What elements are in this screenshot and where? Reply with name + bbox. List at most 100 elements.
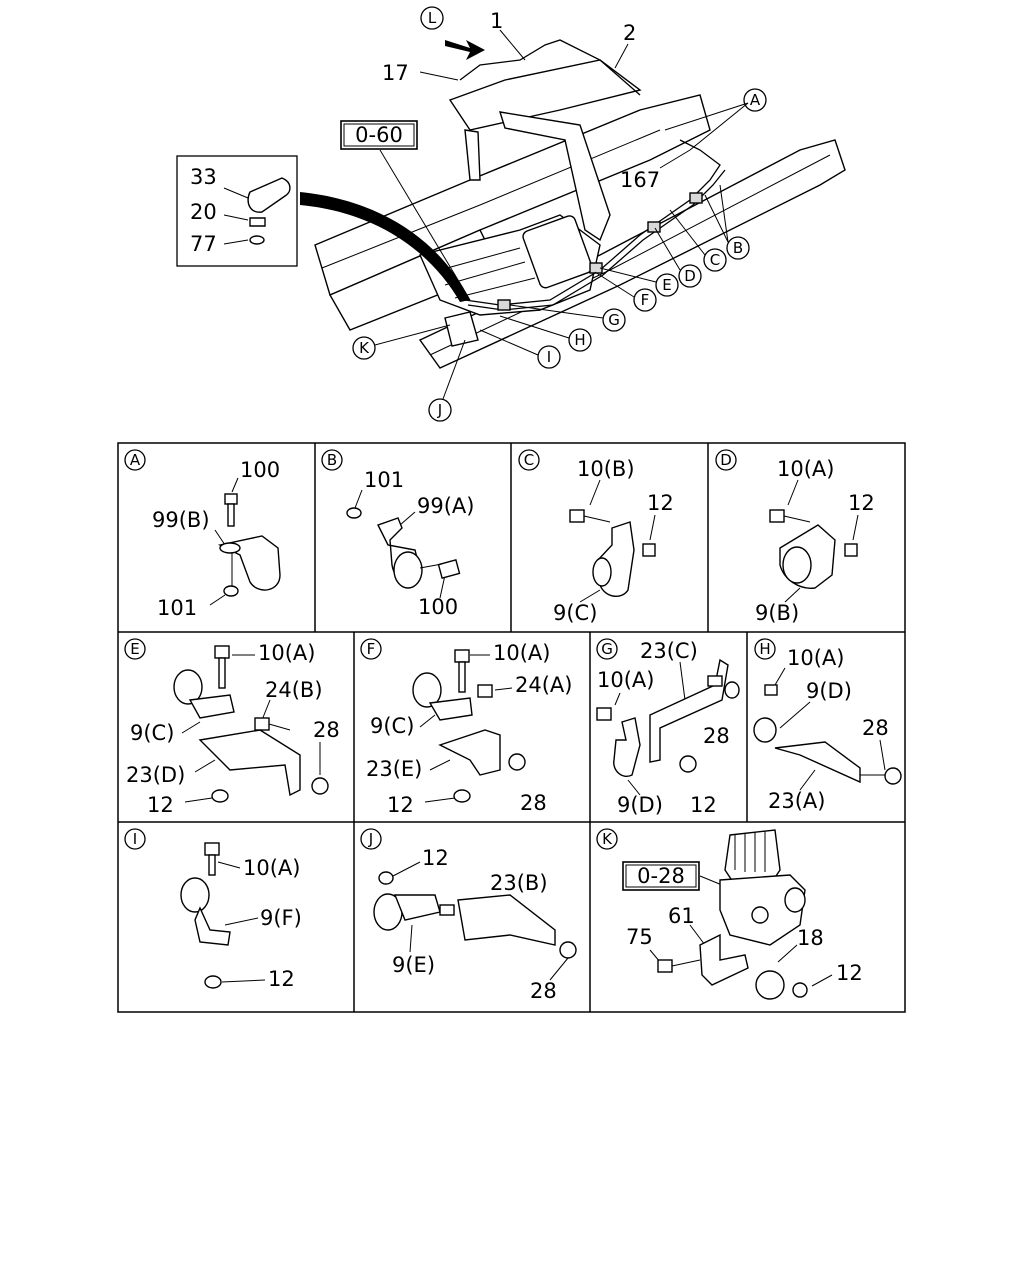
callout-D: D bbox=[654, 227, 702, 288]
svg-text:G: G bbox=[608, 311, 620, 329]
label-10A: 10(A) bbox=[258, 641, 315, 665]
label-100: 100 bbox=[418, 595, 458, 619]
label-12: 12 bbox=[268, 967, 295, 991]
svg-text:B: B bbox=[733, 239, 743, 257]
panel-A: A 100 99(B) 101 bbox=[124, 449, 281, 620]
svg-text:J: J bbox=[437, 401, 442, 419]
label-24A: 24(A) bbox=[515, 673, 572, 697]
panel-letter-C: C bbox=[524, 451, 534, 469]
label-12: 12 bbox=[647, 491, 674, 515]
label-12: 12 bbox=[147, 793, 174, 817]
label-12: 12 bbox=[848, 491, 875, 515]
inset-box: 33 20 77 bbox=[176, 155, 298, 267]
label-10A: 10(A) bbox=[777, 457, 834, 481]
label-28: 28 bbox=[703, 724, 730, 748]
label-28: 28 bbox=[530, 979, 557, 1003]
callout-L: L bbox=[420, 6, 444, 30]
label-9C: 9(C) bbox=[370, 714, 414, 738]
label-23E: 23(E) bbox=[366, 757, 422, 781]
label-23A: 23(A) bbox=[768, 789, 825, 813]
label-28: 28 bbox=[313, 718, 340, 742]
svg-text:F: F bbox=[641, 291, 650, 309]
svg-text:C: C bbox=[710, 251, 720, 269]
label-23D: 23(D) bbox=[126, 763, 185, 787]
svg-text:I: I bbox=[547, 348, 551, 366]
callout-F: F bbox=[594, 271, 657, 312]
label-28: 28 bbox=[520, 791, 547, 815]
label-23C: 23(C) bbox=[640, 639, 698, 663]
inset-label-20: 20 bbox=[190, 200, 217, 224]
panel-F: F 10(A) 24(A) 9(C) 23(E) 12 28 bbox=[360, 638, 572, 817]
label-100: 100 bbox=[240, 458, 280, 482]
callout-167: 167 bbox=[620, 168, 660, 192]
label-9C: 9(C) bbox=[130, 721, 174, 745]
panel-G: G 23(C) 10(A) 28 9(D) 12 bbox=[596, 638, 740, 817]
inset-label-77: 77 bbox=[190, 232, 217, 256]
callout-A: A bbox=[743, 88, 767, 112]
label-23B: 23(B) bbox=[490, 871, 548, 895]
label-99A: 99(A) bbox=[417, 494, 474, 518]
label-24B: 24(B) bbox=[265, 678, 323, 702]
callout-1: 1 bbox=[490, 9, 503, 33]
ref-box-0-60: 0-60 bbox=[340, 120, 471, 301]
panel-letter-H: H bbox=[759, 640, 770, 658]
panel-K: K 0-28 61 75 18 12 bbox=[596, 828, 863, 1000]
inset-label-33: 33 bbox=[190, 165, 217, 189]
label-10A: 10(A) bbox=[243, 856, 300, 880]
panel-letter-G: G bbox=[601, 640, 613, 658]
svg-text:K: K bbox=[359, 339, 370, 357]
panel-letter-A: A bbox=[130, 451, 141, 469]
overview-drawing bbox=[300, 39, 846, 369]
label-101: 101 bbox=[157, 596, 197, 620]
panel-letter-E: E bbox=[130, 640, 139, 658]
detail-grid bbox=[117, 442, 906, 1013]
label-75: 75 bbox=[626, 925, 653, 949]
callout-K: K bbox=[352, 324, 451, 360]
callout-C: C bbox=[669, 209, 727, 272]
svg-text:L: L bbox=[428, 9, 437, 27]
label-12: 12 bbox=[836, 961, 863, 985]
ref-box-0-28: 0-28 bbox=[637, 864, 685, 888]
label-9E: 9(E) bbox=[392, 953, 435, 977]
svg-text:H: H bbox=[574, 331, 585, 349]
label-101: 101 bbox=[364, 468, 404, 492]
label-99B: 99(B) bbox=[152, 508, 210, 532]
panel-C: C 10(B) 12 9(C) bbox=[518, 449, 674, 625]
panel-E: E 10(A) 24(B) 9(C) 28 23(D) 12 bbox=[124, 638, 340, 817]
panel-letter-D: D bbox=[720, 451, 732, 469]
panel-letter-J: J bbox=[368, 830, 373, 848]
label-10B: 10(B) bbox=[577, 457, 635, 481]
label-9B: 9(B) bbox=[755, 601, 799, 625]
callout-H: H bbox=[499, 315, 592, 352]
label-18: 18 bbox=[797, 926, 824, 950]
panel-D: D 10(A) 12 9(B) bbox=[715, 449, 875, 625]
callout-E: E bbox=[599, 267, 679, 297]
callout-I: I bbox=[479, 329, 561, 369]
svg-text:D: D bbox=[684, 267, 696, 285]
cap-icon bbox=[247, 177, 291, 213]
nut-icon bbox=[249, 217, 266, 227]
washer-icon bbox=[249, 235, 265, 245]
callout-17: 17 bbox=[382, 61, 409, 85]
label-12: 12 bbox=[690, 793, 717, 817]
overview-callouts: 1 2 17 167 A B C D bbox=[340, 6, 767, 422]
label-9D: 9(D) bbox=[806, 679, 852, 703]
panel-I: I 10(A) 9(F) 12 bbox=[124, 828, 302, 991]
panel-letter-B: B bbox=[327, 451, 337, 469]
svg-text:A: A bbox=[750, 91, 761, 109]
panel-letter-I: I bbox=[133, 830, 137, 848]
label-10A: 10(A) bbox=[493, 641, 550, 665]
label-61: 61 bbox=[668, 904, 695, 928]
panel-B: B 101 99(A) 100 bbox=[321, 449, 474, 619]
label-28: 28 bbox=[862, 716, 889, 740]
label-12: 12 bbox=[387, 793, 414, 817]
label-9D: 9(D) bbox=[617, 793, 663, 817]
callout-2: 2 bbox=[623, 21, 636, 45]
svg-text:E: E bbox=[662, 276, 671, 294]
label-9C: 9(C) bbox=[553, 601, 597, 625]
svg-text:0-60: 0-60 bbox=[355, 123, 403, 147]
callout-G: G bbox=[509, 304, 626, 332]
label-10A: 10(A) bbox=[787, 646, 844, 670]
panel-letter-K: K bbox=[602, 830, 613, 848]
label-12: 12 bbox=[422, 846, 449, 870]
